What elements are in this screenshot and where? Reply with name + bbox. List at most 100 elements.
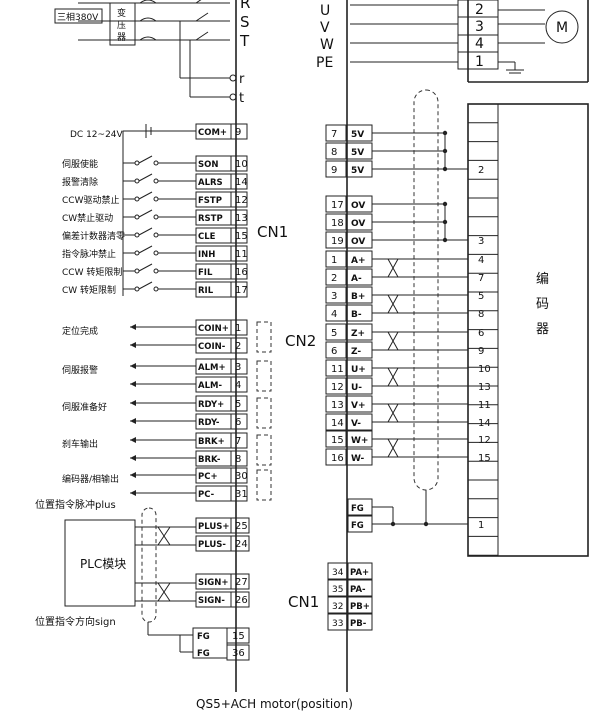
cn1-input-label-fstp: CCW驱动禁止 — [62, 194, 119, 206]
cn1-pin-alm-minus-name: ALM- — [198, 381, 222, 391]
cn1-input-label-cle: 偏差计数器清零 — [62, 230, 125, 242]
switch-icon — [138, 245, 153, 254]
cn1-pin-pc-minusplus-num: 30 — [235, 471, 248, 482]
cn1r-pin-num-0: 34 — [332, 568, 344, 578]
cn2-pin-name-0: 5V — [351, 130, 364, 140]
cn2-pin-num-9: 4 — [331, 309, 337, 320]
cn1-pin-coin-minusplus-num: 1 — [235, 323, 241, 334]
optocoupler-icon — [256, 434, 272, 466]
supply-box — [54, 8, 103, 24]
cn2-pin-name-11: Z- — [351, 347, 361, 357]
cn1-pin-inh-num: 11 — [235, 249, 248, 260]
cn1-pin-fstp-num-cell — [230, 191, 248, 208]
cn2-pin-num-13: 12 — [331, 382, 344, 393]
cn2-pin-name-2: 5V — [351, 166, 364, 176]
encoder-pin-2: 2 — [478, 165, 484, 176]
cn1-input-label-fil: CCW 转矩限制 — [62, 266, 122, 278]
cn1-pin-brk-minusplus-num: 7 — [235, 436, 241, 447]
cn1-pin-rdy-minusplus-name: RDY+ — [198, 400, 224, 410]
cn2-pin-num-5: 19 — [331, 236, 344, 247]
cn1-pin-inh-num-cell — [230, 245, 248, 262]
cn1-pin-rdy-minusplus-num-cell — [230, 395, 248, 412]
cn2-pin-num-11: 6 — [331, 346, 337, 357]
cn1-pin-alm-minusplus-name: ALM+ — [198, 363, 226, 373]
cn1-pin-alm-minus-num-cell — [230, 376, 248, 393]
cn1-pin-alm-minusplus-num: 3 — [235, 362, 241, 373]
cn1-pin-brk-minus-num-cell — [230, 450, 248, 467]
plc-pin-fg-5-num: 36 — [232, 648, 245, 659]
encoder-pin-11: 11 — [478, 400, 491, 411]
cn1r-pin-name-0: PA+ — [350, 568, 369, 578]
twisted-pair-icon — [157, 526, 171, 602]
switch-icon — [138, 155, 153, 164]
cn1-pin-fstp-name: FSTP — [198, 196, 222, 206]
optocoupler-icon — [256, 360, 272, 392]
cn2-pin-num-2: 9 — [331, 165, 337, 176]
cn2-pin-num-16: 15 — [331, 435, 344, 446]
encoder-pin-6: 6 — [478, 328, 484, 339]
plc-pin-2-num-cell — [230, 573, 250, 590]
cn1-pin-coin-minus-num: 2 — [235, 341, 241, 352]
cn2-pin-name-3: OV — [351, 201, 365, 211]
optocoupler-icon — [256, 469, 272, 501]
cn1-output-label-2: 伺服准备好 — [62, 401, 107, 413]
cn1-pin-inh-name: INH — [198, 250, 215, 260]
motor-symbol — [545, 10, 579, 44]
cn1-pin-fil-num-cell — [230, 263, 248, 280]
cn2-pin-name-5: OV — [351, 237, 365, 247]
cn1-output-label-0: 定位完成 — [62, 325, 98, 337]
cn1-pin-ril-num-cell — [230, 281, 248, 298]
cn1-pin-brk-minusplus-name: BRK+ — [198, 437, 225, 447]
encoder-pin-4: 4 — [478, 255, 484, 266]
cn1-input-label-son: 伺服使能 — [62, 158, 98, 170]
cn2-pin-name-4: OV — [351, 219, 365, 229]
plc-pin-2-num: 27 — [235, 577, 248, 588]
plc-pin-0-name: PLUS+ — [198, 522, 230, 532]
cn1-pin-alm-minus-num: 4 — [235, 380, 241, 391]
cn1-pin-brk-minus-num: 8 — [235, 454, 241, 465]
cn1-pin-alrs-num-cell — [230, 173, 248, 190]
switch-icon — [138, 281, 153, 290]
cn2-pin-name-7: A- — [351, 274, 362, 284]
plc-pin-3-num: 26 — [235, 595, 248, 606]
twisted-pair-icon — [387, 331, 399, 351]
cn1-pin-cle-num: 15 — [235, 231, 248, 242]
encoder-pin-5: 5 — [478, 291, 484, 302]
transformer-box — [109, 2, 136, 46]
cn1-pin-rdy-minus-num: 6 — [235, 417, 241, 428]
plc-pin-fg-4-name: FG — [197, 632, 210, 642]
cn1-input-label-alrs: 报警清除 — [62, 176, 98, 188]
cn2-pin-name-15: V- — [351, 419, 361, 429]
plc-shield — [141, 507, 157, 623]
twisted-pair-icon — [387, 367, 399, 387]
cn2-pin-num-17: 16 — [331, 453, 344, 464]
encoder-pin-3: 3 — [478, 236, 484, 247]
optocoupler-icon — [256, 397, 272, 429]
cn1-pin-brk-minus-name: BRK- — [198, 455, 221, 465]
cn1-pin-alm-minusplus-num-cell — [230, 358, 248, 375]
cn1-pin-son-name: SON — [198, 160, 218, 170]
cn1r-pin-num-3: 33 — [332, 619, 343, 629]
cn2-fg-0: FG — [351, 504, 364, 514]
cn1-pin-rdy-minus-num-cell — [230, 413, 248, 430]
cn1-output-label-3: 刹车输出 — [62, 438, 98, 450]
cn2-pin-name-12: U+ — [351, 365, 366, 375]
cn1-pin-com-num: 9 — [235, 127, 241, 138]
switch-icon — [138, 227, 153, 236]
cn2-pin-num-7: 2 — [331, 273, 337, 284]
cn1r-pin-num-1: 35 — [332, 585, 343, 595]
switch-icon — [138, 191, 153, 200]
cn1-pin-coin-minus-num-cell — [230, 337, 248, 354]
cn1-input-label-inh: 指令脉冲禁止 — [62, 248, 116, 260]
cn1-output-label-4: 编码器/相输出 — [62, 473, 119, 485]
cn2-pin-num-15: 14 — [331, 418, 344, 429]
cn2-pin-num-0: 7 — [331, 129, 337, 140]
cn2-pin-name-17: W- — [351, 454, 365, 464]
cn2-pin-name-6: A+ — [351, 256, 366, 266]
cn1-pin-pc-minus-num: 31 — [235, 489, 248, 500]
cn2-pin-name-1: 5V — [351, 148, 364, 158]
cn2-pin-num-8: 3 — [331, 291, 337, 302]
cn1-output-label-1: 伺服报警 — [62, 364, 98, 376]
cn1-pin-son-num-cell — [230, 155, 248, 172]
